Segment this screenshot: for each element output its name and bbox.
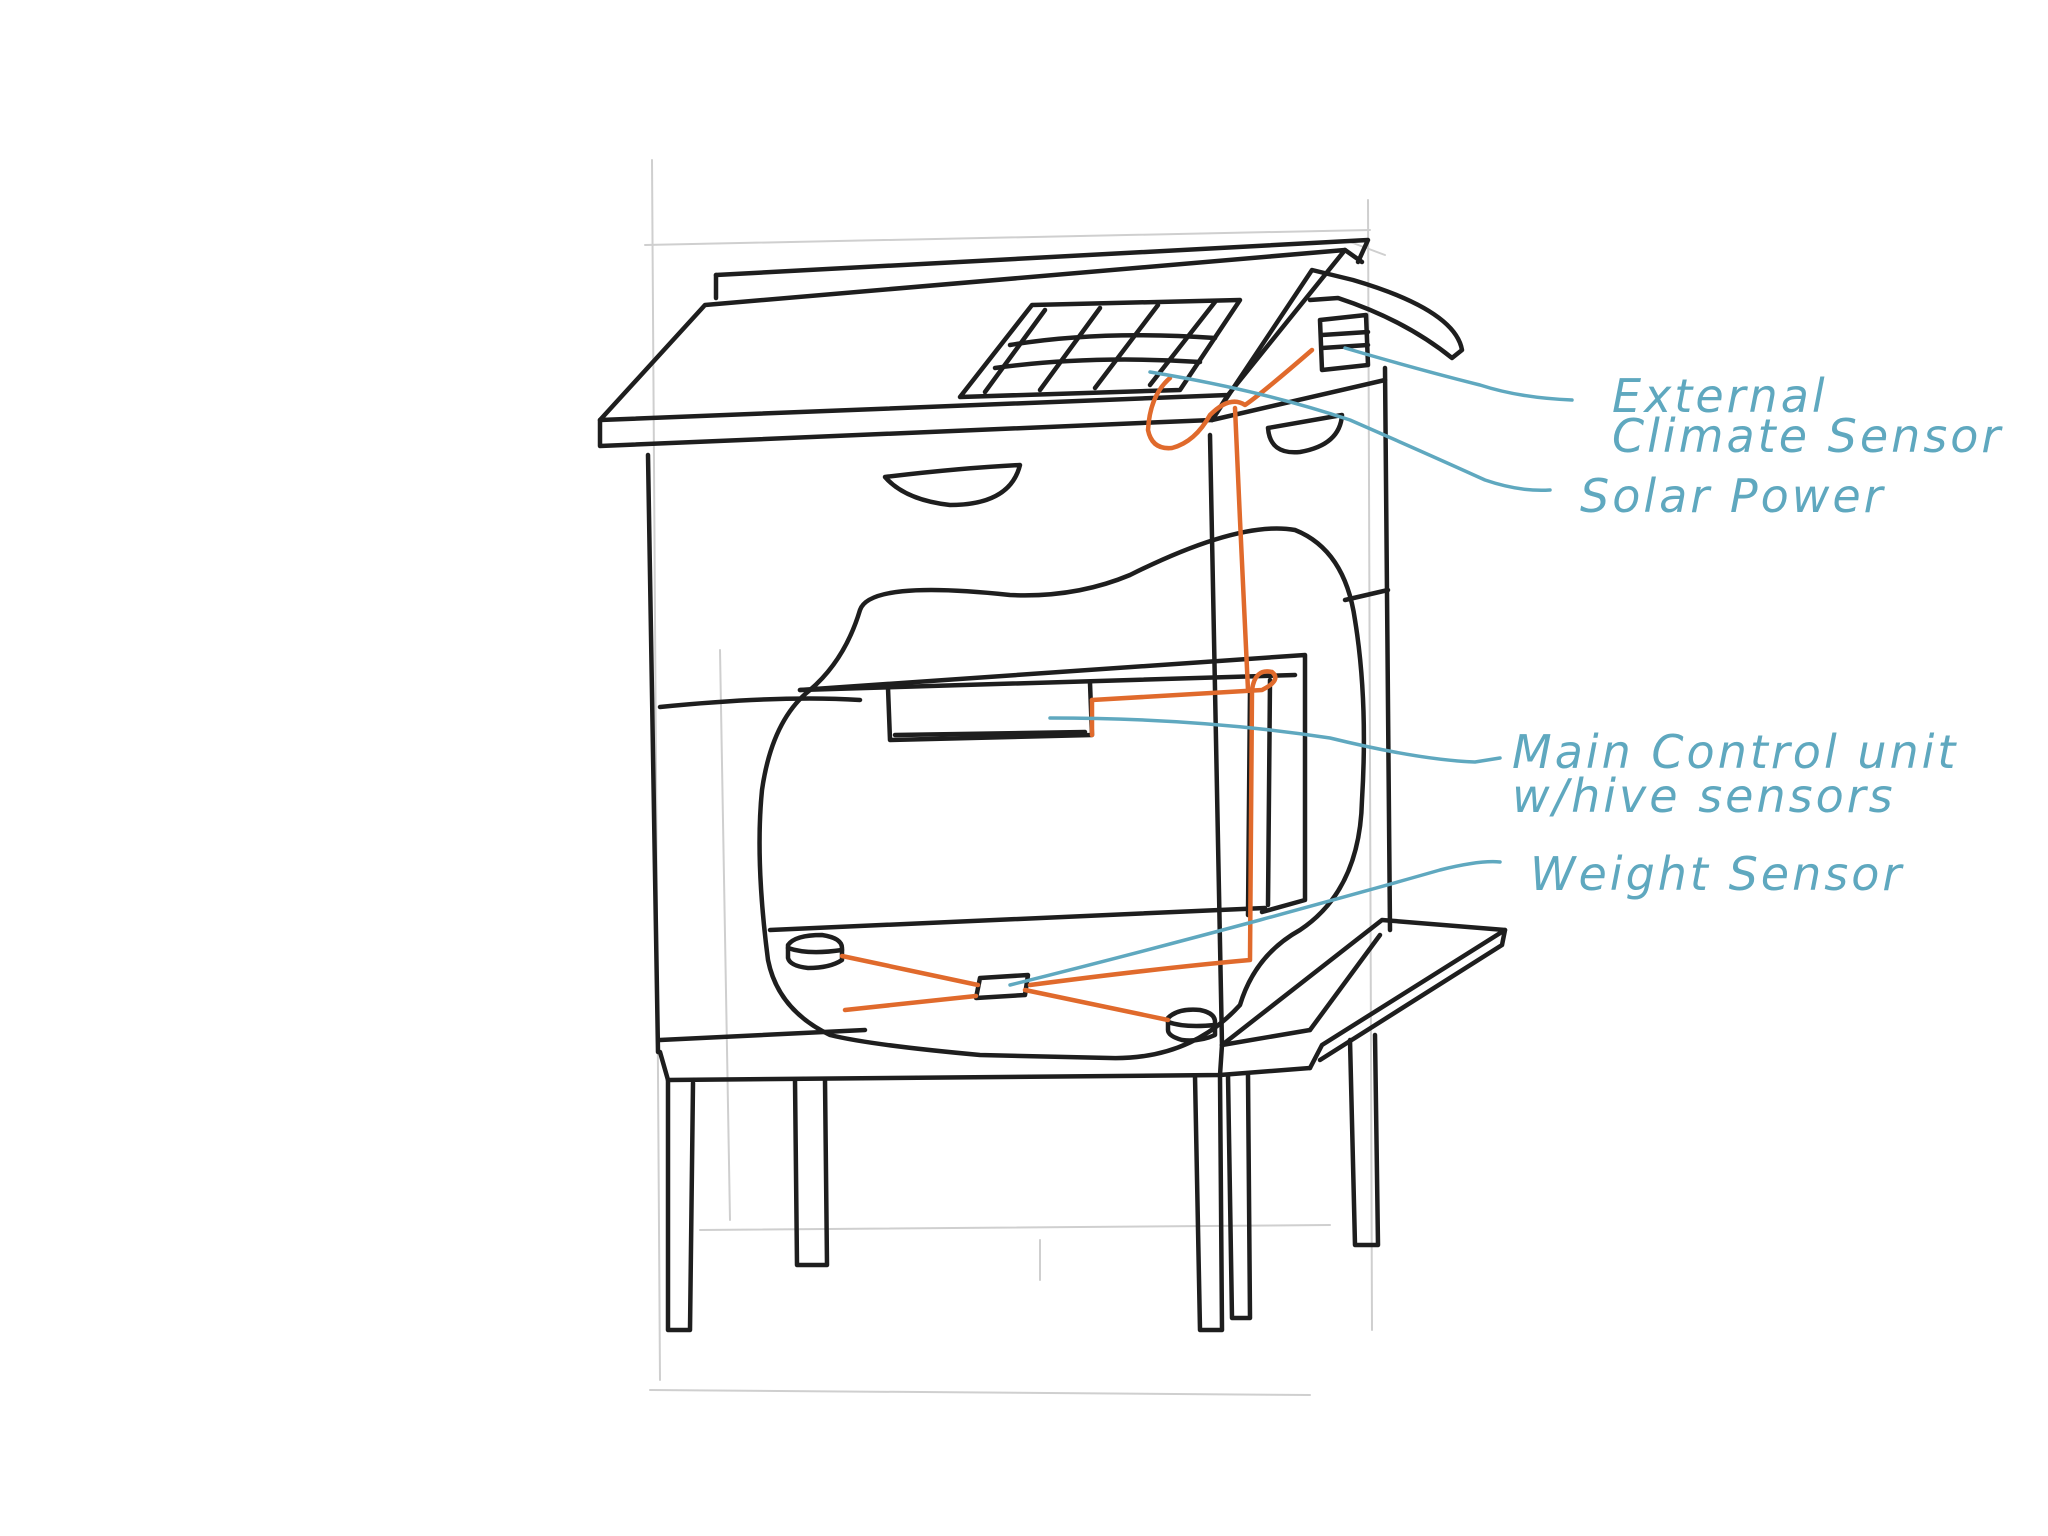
cutaway-view <box>760 528 1364 1058</box>
label-solar-power: Solar Power <box>1580 469 1886 523</box>
hive-body <box>648 368 1390 1052</box>
annotation-leaders <box>1010 348 1572 985</box>
solar-panel-icon <box>960 300 1240 397</box>
annotations: External Climate Sensor Solar Power Main… <box>1512 369 2003 901</box>
label-weight-sensor: Weight Sensor <box>1530 847 1904 901</box>
label-main-control-unit-line2: w/hive sensors <box>1512 769 1896 823</box>
hive-stand <box>660 920 1505 1330</box>
label-external-climate-sensor-line2: Climate Sensor <box>1612 409 2003 463</box>
climate-sensor-box-icon <box>1320 315 1368 370</box>
